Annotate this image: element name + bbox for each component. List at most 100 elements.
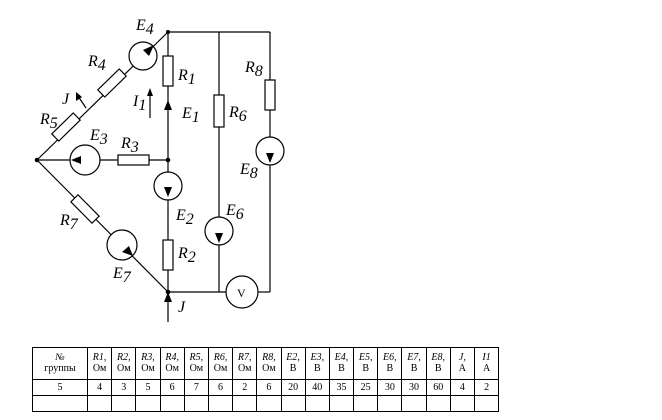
table-cell [401, 395, 427, 412]
table-header-cell: R1,Ом [86, 347, 113, 380]
header-name: R7, [237, 352, 252, 363]
table-cell [32, 395, 88, 412]
label-e8: E8 [239, 161, 258, 182]
table-cell: 6 [207, 379, 234, 396]
table-cell: 35 [328, 379, 355, 396]
header-unit: В [410, 362, 418, 374]
table-header-cell: E4,В [328, 347, 355, 380]
label-r2: R2 [177, 245, 196, 266]
table-cell [111, 395, 137, 412]
table-cell [377, 395, 403, 412]
table-cell: 5 [32, 379, 88, 396]
table-cell: 20 [280, 379, 306, 396]
table-header-cell: R3,Ом [135, 347, 161, 380]
header-name: I1 [482, 352, 491, 363]
resistor-r4 [96, 68, 128, 98]
table-cell [353, 395, 379, 412]
resistor-r6 [213, 94, 225, 128]
table-header-cell: R7,Ом [232, 347, 258, 380]
table-cell [86, 395, 113, 412]
source-e3 [69, 144, 101, 176]
label-e3: E3 [89, 127, 108, 148]
node-top [166, 30, 170, 34]
header-name: R2, [116, 352, 131, 363]
component-labels: E4 R4 R1 R8 J I1 E1 R5 E3 R3 R6 E8 E2 R7… [39, 17, 263, 316]
header-unit: Ом [141, 362, 155, 374]
label-i1: I1 [132, 93, 146, 114]
header-unit: А [458, 362, 467, 374]
table-cell [159, 395, 185, 412]
label-j-upper: J [62, 91, 70, 108]
table-header-cell: R2,Ом [111, 347, 137, 380]
table-cell [256, 395, 282, 412]
table-cell [473, 395, 500, 412]
table-cell [135, 395, 161, 412]
label-r6: R6 [228, 104, 247, 125]
label-e4: E4 [135, 17, 154, 38]
resistor-r3 [117, 154, 150, 166]
source-e6 [204, 216, 234, 246]
label-r8: R8 [244, 59, 263, 80]
table-cell [449, 395, 476, 412]
label-e1: E1 [181, 105, 200, 126]
node-left [34, 157, 40, 163]
label-e6: E6 [225, 202, 244, 223]
current-source-arrow-icon [164, 292, 172, 302]
label-v: V [237, 286, 246, 300]
table-cell: 30 [401, 379, 427, 396]
table-cell [304, 395, 330, 412]
table-cell [328, 395, 355, 412]
table-cell: 6 [159, 379, 185, 396]
header-name: № [55, 352, 65, 363]
table-cell: 5 [135, 379, 161, 396]
header-name: R3, [141, 352, 155, 363]
header-name: R1, [92, 352, 107, 363]
label-r1: R1 [177, 67, 196, 88]
source-e8 [255, 136, 285, 166]
header-name: E7, [407, 352, 421, 363]
table-header-cell: R5,Ом [183, 347, 209, 380]
table-header-cell: E7,В [401, 347, 427, 380]
header-name: E4, [334, 352, 349, 363]
resistor-r5 [50, 112, 82, 142]
label-r3: R3 [120, 135, 139, 156]
header-unit: В [434, 362, 442, 374]
header-name: E5, [358, 352, 373, 363]
header-name: R5, [189, 352, 204, 363]
table-cell: 3 [111, 379, 137, 396]
header-unit: В [338, 362, 345, 374]
table-cell [183, 395, 209, 412]
header-unit: Ом [189, 362, 204, 374]
header-unit: Ом [92, 362, 107, 374]
header-unit: В [386, 362, 394, 374]
header-unit: Ом [165, 362, 179, 374]
header-unit: Ом [117, 362, 131, 374]
table-header-cell: R6,Ом [207, 347, 234, 380]
table-cell [232, 395, 258, 412]
header-unit: группы [44, 362, 76, 374]
table-cell: 4 [86, 379, 113, 396]
node-middle [165, 157, 171, 163]
header-name: E6, [383, 352, 397, 363]
header-name: E8, [431, 352, 446, 363]
header-unit: Ом [262, 362, 276, 374]
label-r5: R5 [39, 111, 58, 132]
table-cell: 30 [377, 379, 403, 396]
header-name: J, [458, 352, 466, 363]
table-cell [280, 395, 306, 412]
table-header-cell: E6,В [377, 347, 403, 380]
label-e7: E7 [112, 265, 132, 286]
header-unit: Ом [237, 362, 252, 374]
header-name: R8, [262, 352, 276, 363]
resistor-r7 [70, 193, 100, 225]
circuit-diagram: E4 R4 R1 R8 J I1 E1 R5 E3 R3 R6 E8 E2 R7… [34, 17, 285, 322]
header-name: R4, [165, 352, 179, 363]
table-header-cell: E2,В [280, 347, 306, 380]
header-unit: В [362, 362, 369, 374]
resistor-r8 [264, 79, 276, 111]
